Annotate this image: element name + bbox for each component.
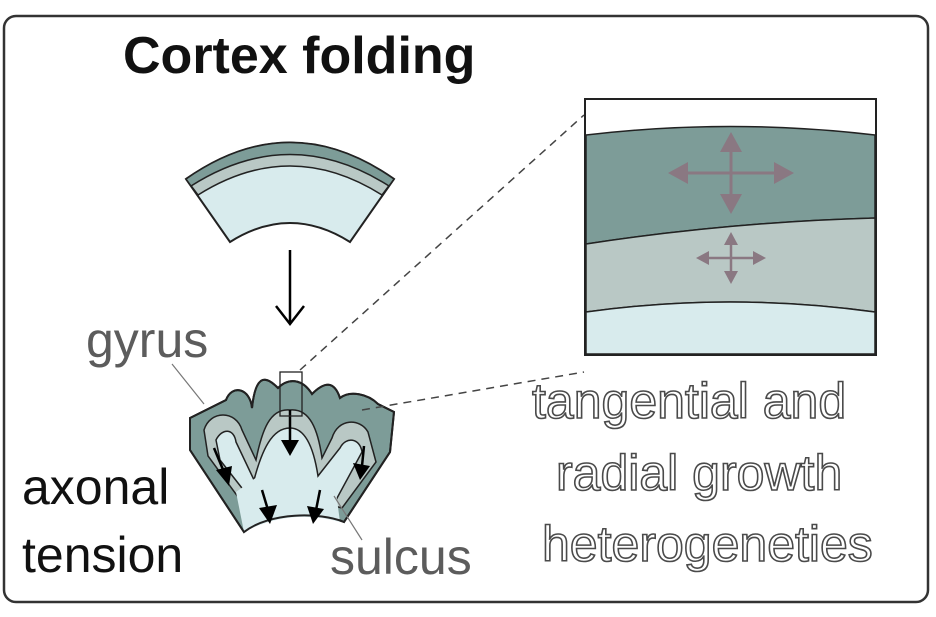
- arrow-down-icon: [275, 250, 305, 327]
- arrow-down-icon: [259, 489, 277, 524]
- zoom-line-top: [299, 114, 585, 371]
- sulcus-pointer: [333, 495, 363, 541]
- folded-cortex: [189, 378, 396, 534]
- zoom-line-bottom: [361, 371, 585, 411]
- zoom-source-box: [279, 371, 303, 417]
- flat-cortex-segment: [184, 141, 396, 244]
- growth-label-line2: radial growth: [556, 445, 842, 501]
- arrow-down-icon: [212, 447, 232, 486]
- arrow-down-icon: [353, 445, 370, 480]
- title: Cortex folding: [123, 27, 475, 85]
- four-way-arrow-icon: [668, 132, 794, 214]
- tension-arrows: [212, 410, 370, 524]
- axonal-label-line2: tension: [22, 527, 183, 583]
- gyrus-pointer: [171, 363, 205, 405]
- four-way-arrow-icon: [696, 232, 766, 284]
- gyrus-label: gyrus: [86, 312, 208, 368]
- sulcus-label: sulcus: [330, 529, 472, 585]
- growth-label-line3: heterogeneties: [542, 516, 873, 572]
- axonal-label-line1: axonal: [22, 459, 169, 515]
- arrow-down-icon: [307, 489, 324, 524]
- growth-label-line1: tangential and: [532, 373, 846, 429]
